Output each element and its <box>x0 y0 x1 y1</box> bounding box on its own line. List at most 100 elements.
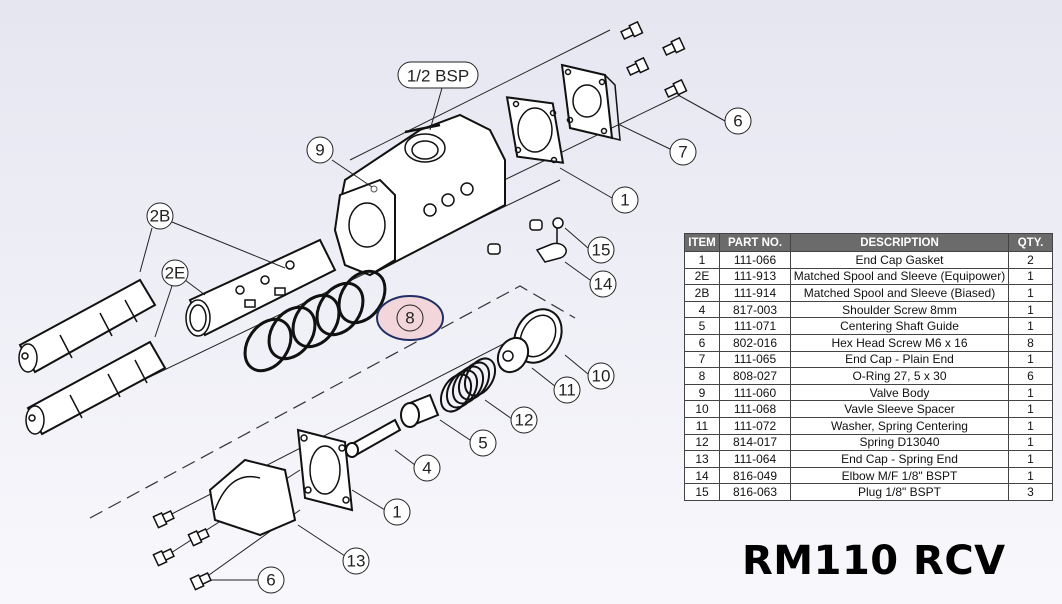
cell-qty: 1 <box>1008 350 1053 369</box>
cell-qty: 8 <box>1008 333 1053 352</box>
cell-qty: 6 <box>1008 367 1053 385</box>
end-cap-gasket-top <box>505 96 565 164</box>
cell-item: 12 <box>684 433 720 452</box>
header-part-no: PART NO. <box>719 233 791 252</box>
svg-text:6: 6 <box>733 112 742 131</box>
callout-6-bottom: 6 <box>257 566 285 594</box>
spool-biased-part <box>18 278 157 374</box>
spool-sleeve-part <box>185 238 337 337</box>
svg-text:14: 14 <box>594 275 613 294</box>
cell-description: End Cap - Spring End <box>790 450 1009 468</box>
header-item: ITEM <box>684 233 720 252</box>
cell-part-no: 111-072 <box>719 416 791 435</box>
cell-description: End Cap Gasket <box>790 251 1009 269</box>
callout-6-top: 6 <box>724 107 752 135</box>
o-rings-part <box>243 269 387 373</box>
hex-screws-bottom <box>152 509 212 591</box>
callout-8: 8 <box>396 304 424 332</box>
svg-text:8: 8 <box>405 309 414 328</box>
svg-text:1: 1 <box>392 503 401 522</box>
cell-item: 8 <box>684 367 720 385</box>
svg-text:10: 10 <box>592 367 611 386</box>
cell-description: Hex Head Screw M6 x 16 <box>790 333 1009 352</box>
cell-item: 2E <box>684 267 720 286</box>
svg-text:2E: 2E <box>165 264 186 283</box>
cell-description: Matched Spool and Sleeve (Biased) <box>790 284 1009 302</box>
callout-14: 14 <box>589 270 617 298</box>
svg-text:9: 9 <box>315 141 324 160</box>
callout-2e: 2E <box>161 259 189 287</box>
cell-qty: 1 <box>1008 416 1053 435</box>
cell-qty: 1 <box>1008 317 1053 335</box>
cell-qty: 1 <box>1008 400 1053 418</box>
svg-text:6: 6 <box>266 571 275 590</box>
cell-description: O-Ring 27, 5 x 30 <box>790 367 1009 385</box>
callout-11: 11 <box>553 376 581 404</box>
spool-equipower-part <box>25 340 167 436</box>
cell-description: End Cap - Plain End <box>790 350 1009 369</box>
model-title: RM110 RCV <box>742 538 1006 584</box>
hex-screws-top <box>620 20 688 99</box>
svg-text:15: 15 <box>592 241 611 260</box>
end-cap-spring-part <box>208 458 297 537</box>
cell-item: 7 <box>684 350 720 369</box>
cell-part-no: 814-017 <box>719 433 791 452</box>
cell-item: 15 <box>684 483 720 501</box>
cell-description: Valve Body <box>790 383 1009 402</box>
cell-part-no: 808-027 <box>719 367 791 385</box>
header-qty: QTY. <box>1008 233 1053 252</box>
cell-qty: 1 <box>1008 433 1053 452</box>
callout-13: 13 <box>342 547 370 575</box>
cell-item: 6 <box>684 333 720 352</box>
spacer-washer-spring-part <box>345 308 563 458</box>
cell-part-no: 816-063 <box>719 483 791 501</box>
cell-description: Matched Spool and Sleeve (Equipower) <box>790 267 1009 286</box>
cell-qty: 3 <box>1008 483 1053 501</box>
cell-part-no: 111-913 <box>719 267 791 286</box>
svg-text:2B: 2B <box>150 207 171 226</box>
callout-1-top: 1 <box>611 186 639 214</box>
callout-1-bottom: 1 <box>383 498 411 526</box>
callout-5: 5 <box>469 429 497 457</box>
cell-part-no: 111-065 <box>719 350 791 369</box>
header-description: DESCRIPTION <box>790 233 1009 252</box>
svg-text:13: 13 <box>347 552 366 571</box>
cell-part-no: 817-003 <box>719 300 791 319</box>
end-cap-plain-part <box>560 63 621 141</box>
svg-text:7: 7 <box>678 143 687 162</box>
cell-qty: 2 <box>1008 251 1053 269</box>
end-cap-gasket-bottom <box>296 428 354 512</box>
svg-text:5: 5 <box>478 434 487 453</box>
cell-part-no: 111-068 <box>719 400 791 418</box>
cell-qty: 1 <box>1008 300 1053 319</box>
cell-description: Vavle Sleeve Spacer <box>790 400 1009 418</box>
callout-10: 10 <box>587 362 615 390</box>
cell-part-no: 111-060 <box>719 383 791 402</box>
cell-part-no: 816-049 <box>719 466 791 485</box>
cell-item: 11 <box>684 416 720 435</box>
plugs-and-elbow <box>487 217 567 263</box>
valve-body-part <box>333 113 506 277</box>
assembly-axis-dashed <box>89 285 576 519</box>
cell-item: 5 <box>684 317 720 335</box>
cell-item: 14 <box>684 466 720 485</box>
table-header-row: ITEM PART NO. DESCRIPTION QTY. <box>684 233 1053 252</box>
callout-2b: 2B <box>146 202 174 230</box>
callout-15: 15 <box>587 236 615 264</box>
svg-text:1: 1 <box>620 191 629 210</box>
